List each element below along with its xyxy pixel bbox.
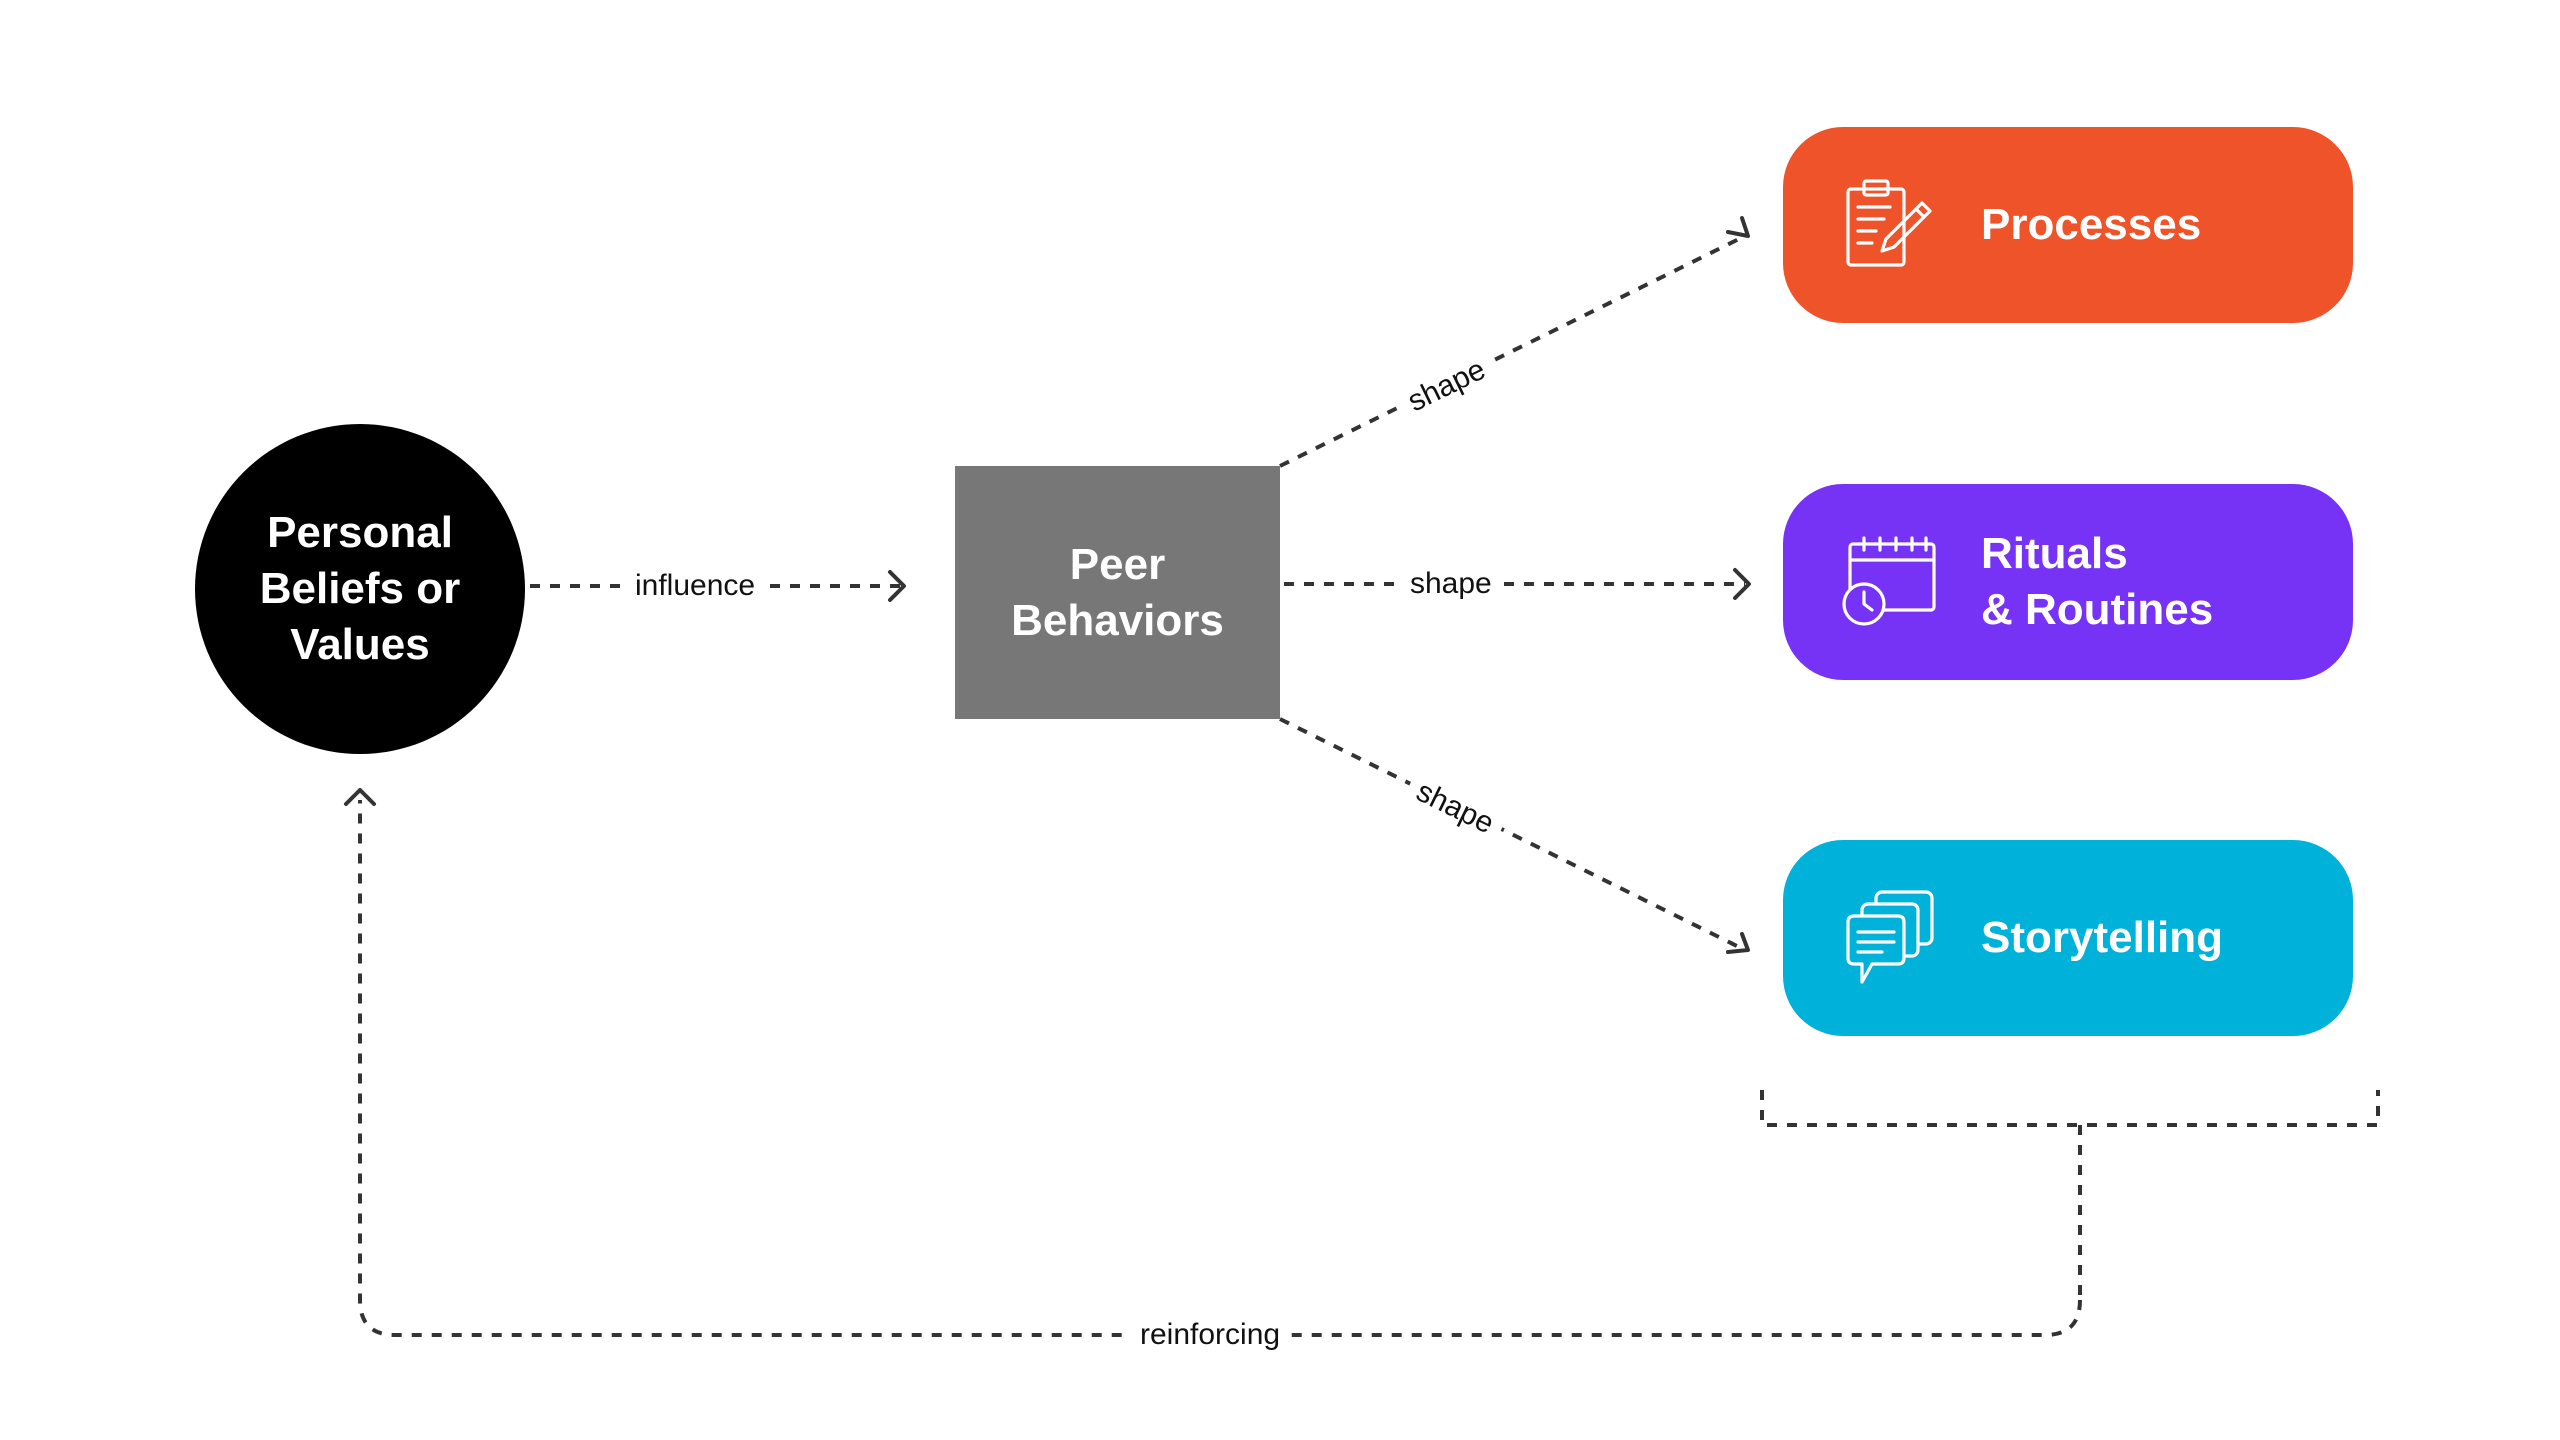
personal-beliefs-node: Personal Beliefs or Values bbox=[195, 424, 525, 754]
processes-label: Processes bbox=[1981, 200, 2202, 249]
shape-bottom-arrowhead bbox=[1726, 932, 1750, 954]
calendar-clock-icon bbox=[1842, 536, 1936, 626]
reinforcing-label: reinforcing bbox=[1130, 1317, 1291, 1353]
speech-bubbles-icon bbox=[1846, 890, 1934, 984]
shape-middle-arrowhead bbox=[1733, 568, 1751, 600]
clipboard-pencil-icon bbox=[1846, 179, 1932, 267]
reinforcing-arrowhead bbox=[344, 788, 376, 806]
shape-top-arrowhead bbox=[1726, 216, 1750, 238]
rituals-routines-label: Rituals & Routines bbox=[1981, 529, 2214, 634]
shape-middle-label: shape bbox=[1400, 566, 1502, 602]
rituals-routines-node: Rituals & Routines bbox=[1783, 484, 2353, 680]
storytelling-node: Storytelling bbox=[1783, 840, 2353, 1036]
peer-behaviors-label: Peer Behaviors bbox=[1011, 539, 1224, 645]
storytelling-label: Storytelling bbox=[1981, 913, 2224, 962]
peer-behaviors-node: Peer Behaviors bbox=[955, 466, 1280, 719]
personal-beliefs-label: Personal Beliefs or Values bbox=[259, 508, 461, 669]
group-bracket bbox=[1760, 1090, 2380, 1127]
shape-top-connector bbox=[1279, 234, 1746, 468]
reinforcing-connector bbox=[358, 800, 2082, 1337]
shape-bottom-connector bbox=[1279, 717, 1746, 952]
processes-node: Processes bbox=[1783, 127, 2353, 323]
influence-label: influence bbox=[625, 568, 766, 604]
influence-arrowhead bbox=[888, 570, 906, 602]
